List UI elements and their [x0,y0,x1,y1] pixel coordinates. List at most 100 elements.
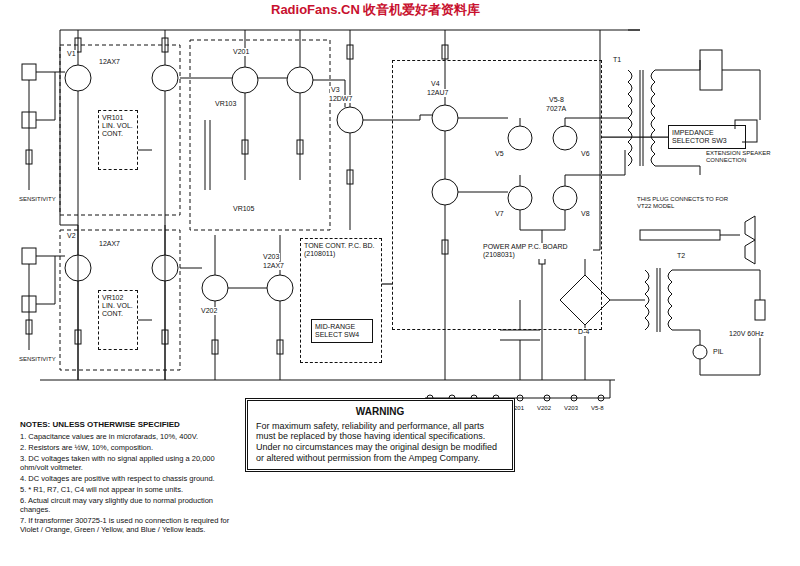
part-label: V2 [66,232,77,240]
tube-symbol [287,67,313,93]
part-label: T1 [612,56,622,64]
wire [313,80,345,107]
part-label: 12AX7 [262,262,285,270]
control-box: MID-RANGE SELECT SW4 [311,319,373,343]
note-text: 6. Actual circuit may vary slightly due … [20,496,242,514]
resistor-symbol [347,170,353,184]
resistor-symbol [26,150,32,164]
speaker-symbol [745,216,755,264]
control-box: IMPEDANCE SELECTOR SW3 [668,125,746,149]
part-label: V6 [580,150,591,158]
resistor-symbol [347,45,353,59]
part-label: V5 [494,150,505,158]
circuit-board: POWER AMP P.C. BOARD (2108031) [392,60,602,330]
potentiometer-symbol [205,120,210,190]
part-label: V7 [494,210,505,218]
input-jack [22,64,36,80]
tube-symbol [232,67,258,93]
tube-symbol [152,65,178,91]
circuit-board: TONE CONT. P.C. BD. (2108011) MID-RANGE S… [300,238,382,363]
tube-symbol [508,186,532,210]
transformer-core [640,70,643,166]
box-text: VR101 LIN. VOL. CONT. [102,114,134,138]
part-label: SENSITIVITY [18,196,57,203]
control-box: VR102 LIN. VOL. CONT. [98,290,138,350]
part-label: V202 [200,307,218,315]
wire [180,30,300,180]
part-label: V4 [430,80,441,88]
wire [628,30,700,175]
part-label: VR105 [232,205,255,213]
transformer-coil [628,70,632,166]
box-text: MID-RANGE SELECT SW4 [315,323,369,339]
plug-symbol [640,230,720,240]
part-label: 12AX7 [98,58,121,66]
transformer-coil [651,70,655,166]
heater-symbol [598,395,604,401]
connector-wire [382,283,392,284]
resistor-symbol [242,140,248,154]
wire [36,72,65,304]
part-label: V1 [66,50,77,58]
box-text: IMPEDANCE SELECTOR SW3 [672,129,742,145]
note-text: 5. * R1, R7, C1, C4 will not appear in s… [20,485,242,494]
part-label: T2 [676,252,686,260]
tube-symbol [432,179,458,205]
part-label: THIS PLUG CONNECTS TO FOR VT22 MODEL [636,196,730,209]
resistor-symbol [75,330,81,344]
transformer-core [657,268,660,332]
transformer-coil [645,270,649,330]
input-jack [22,248,36,264]
resistor-symbol [442,45,448,59]
box-text: For maximum safety, reliability and perf… [256,421,504,464]
wire [60,30,165,255]
board-outline [60,45,180,215]
tube-symbol [553,186,577,210]
tube-symbol [553,126,577,150]
tube-symbol [432,105,458,131]
part-label: 7027A [545,105,567,113]
speaker-jack [700,50,722,90]
note-text: 3. DC voltages taken with no signal appl… [20,454,242,472]
part-label: SENSITIVITY [18,356,57,363]
line-plug [755,300,765,320]
transformer-coil [668,270,672,330]
board-outline [190,40,330,230]
part-label: V5-8 [548,96,565,104]
wire [180,235,280,380]
wire [445,30,508,380]
wire [520,300,521,380]
ground-rail [40,380,615,381]
note-text: 7. If transformer 300725-1 is used no co… [20,516,242,534]
wire [722,70,760,120]
board-outline [60,230,180,370]
part-label: V203 [262,253,280,261]
part-label: V5-8 [590,405,605,412]
tube-symbol [202,275,228,301]
wire [520,118,628,186]
part-label: V203 [563,405,579,412]
wire [29,80,30,350]
note-text: 4. DC voltages are positive with respect… [20,474,242,483]
tube-symbol [65,65,91,91]
part-label: V202 [536,405,552,412]
part-label: V201 [232,48,250,56]
resistor-symbol [212,340,218,354]
box-text: TONE CONT. P.C. BD. (2108011) [304,242,378,258]
box-text: VR102 LIN. VOL. CONT. [102,294,134,318]
tube-symbol [337,107,363,133]
part-label: 120V 60Hz [728,330,765,338]
warning-box: WARNINGFor maximum safety, reliability a… [245,398,515,472]
heater-symbol [571,395,577,401]
resistor-symbol [162,330,168,344]
part-label: EXTENSION SPEAKER CONNECTION [705,150,777,163]
note-text: 2. Resistors are ½W, 10%, composition. [20,443,242,452]
heater-symbol [544,395,550,401]
resistor-symbol [277,340,283,354]
part-label: VR103 [214,100,237,108]
wire [78,91,165,380]
tube-symbol [508,126,532,150]
control-box: VR101 LIN. VOL. CONT. [98,110,138,170]
note-text: 1. Capacitance values are in microfarads… [20,432,242,441]
